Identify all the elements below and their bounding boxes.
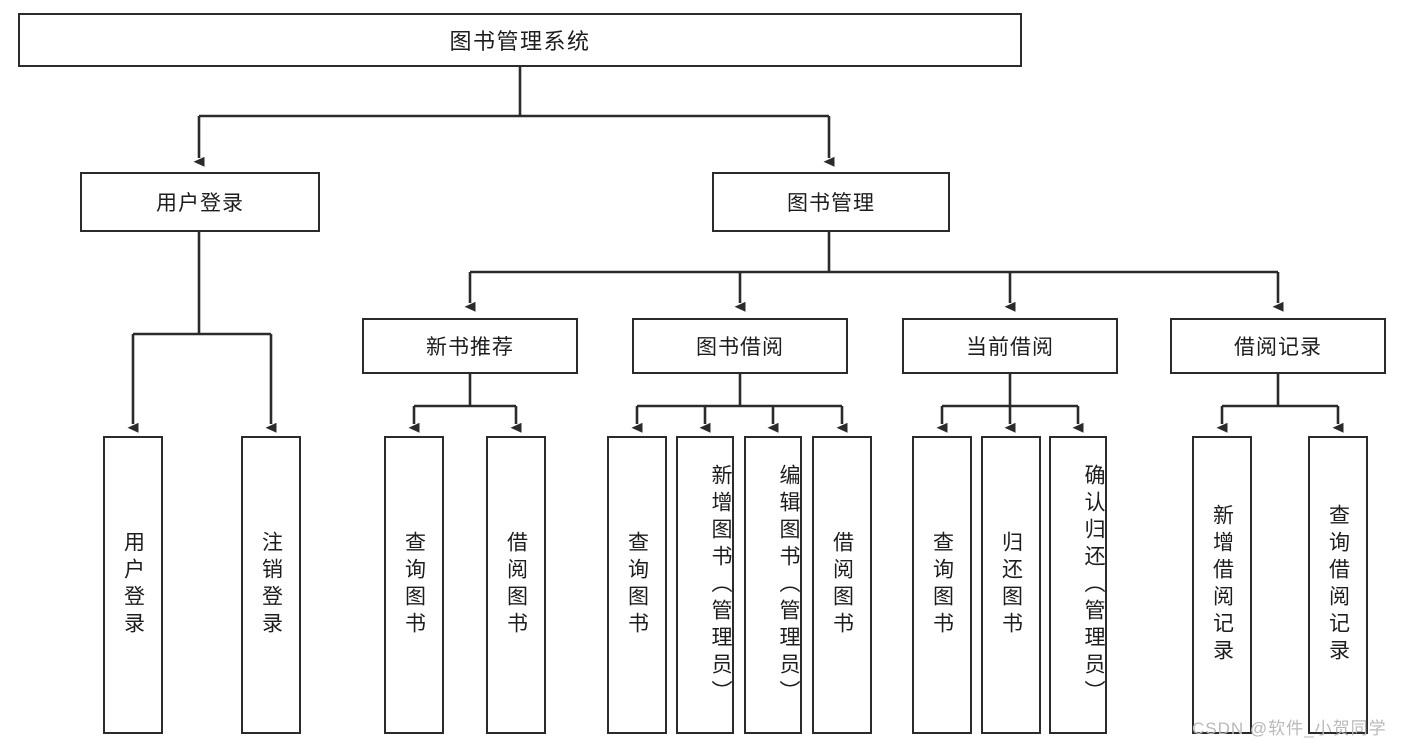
- node-label: 当前借阅: [966, 336, 1054, 359]
- node-new-book-recommend[interactable]: 新书推荐: [362, 318, 578, 374]
- node-label: 编辑图书（管理员）: [777, 463, 800, 707]
- node-label: 查询借阅记录: [1326, 504, 1350, 666]
- leaf-borrow-book-recommend[interactable]: 借阅图书: [486, 436, 546, 734]
- leaf-add-borrow-record[interactable]: 新增借阅记录: [1192, 436, 1252, 734]
- node-label: 借阅图书: [830, 531, 854, 639]
- leaf-query-borrow-record[interactable]: 查询借阅记录: [1308, 436, 1368, 734]
- node-label: 借阅图书: [504, 531, 528, 639]
- node-user-login[interactable]: 用户登录: [80, 172, 320, 232]
- node-borrow-record[interactable]: 借阅记录: [1170, 318, 1386, 374]
- leaf-borrow-book[interactable]: 借阅图书: [812, 436, 872, 734]
- node-label: 图书借阅: [696, 336, 784, 359]
- node-label: 借阅记录: [1234, 336, 1322, 359]
- csdn-watermark: CSDN @软件_小贺同学: [1192, 719, 1387, 738]
- node-label: 新增图书（管理员）: [709, 463, 732, 707]
- node-label: 查询图书: [625, 531, 649, 639]
- node-label: 查询图书: [402, 531, 426, 639]
- leaf-query-book-recommend[interactable]: 查询图书: [384, 436, 444, 734]
- leaf-query-book-borrow[interactable]: 查询图书: [607, 436, 667, 734]
- leaf-user-login[interactable]: 用户登录: [103, 436, 163, 734]
- node-label: 确认归还（管理员）: [1082, 463, 1105, 707]
- node-label: 图书管理: [787, 192, 875, 215]
- node-label: 新书推荐: [426, 336, 514, 359]
- leaf-confirm-return-admin[interactable]: 确认归还（管理员）: [1049, 436, 1107, 734]
- node-label: 查询图书: [930, 531, 954, 639]
- node-root-system[interactable]: 图书管理系统: [18, 13, 1022, 67]
- leaf-return-book[interactable]: 归还图书: [981, 436, 1041, 734]
- node-label: 归还图书: [999, 531, 1023, 639]
- node-label: 新增借阅记录: [1210, 504, 1234, 666]
- leaf-edit-book-admin[interactable]: 编辑图书（管理员）: [744, 436, 802, 734]
- node-book-management[interactable]: 图书管理: [712, 172, 950, 232]
- node-label: 图书管理系统: [449, 29, 591, 54]
- leaf-query-book-current[interactable]: 查询图书: [912, 436, 972, 734]
- node-label: 注销登录: [259, 531, 283, 639]
- node-label: 用户登录: [156, 192, 244, 215]
- leaf-add-book-admin[interactable]: 新增图书（管理员）: [676, 436, 734, 734]
- node-label: 用户登录: [121, 531, 145, 639]
- node-book-borrow[interactable]: 图书借阅: [632, 318, 848, 374]
- leaf-logout[interactable]: 注销登录: [241, 436, 301, 734]
- node-current-borrow[interactable]: 当前借阅: [902, 318, 1118, 374]
